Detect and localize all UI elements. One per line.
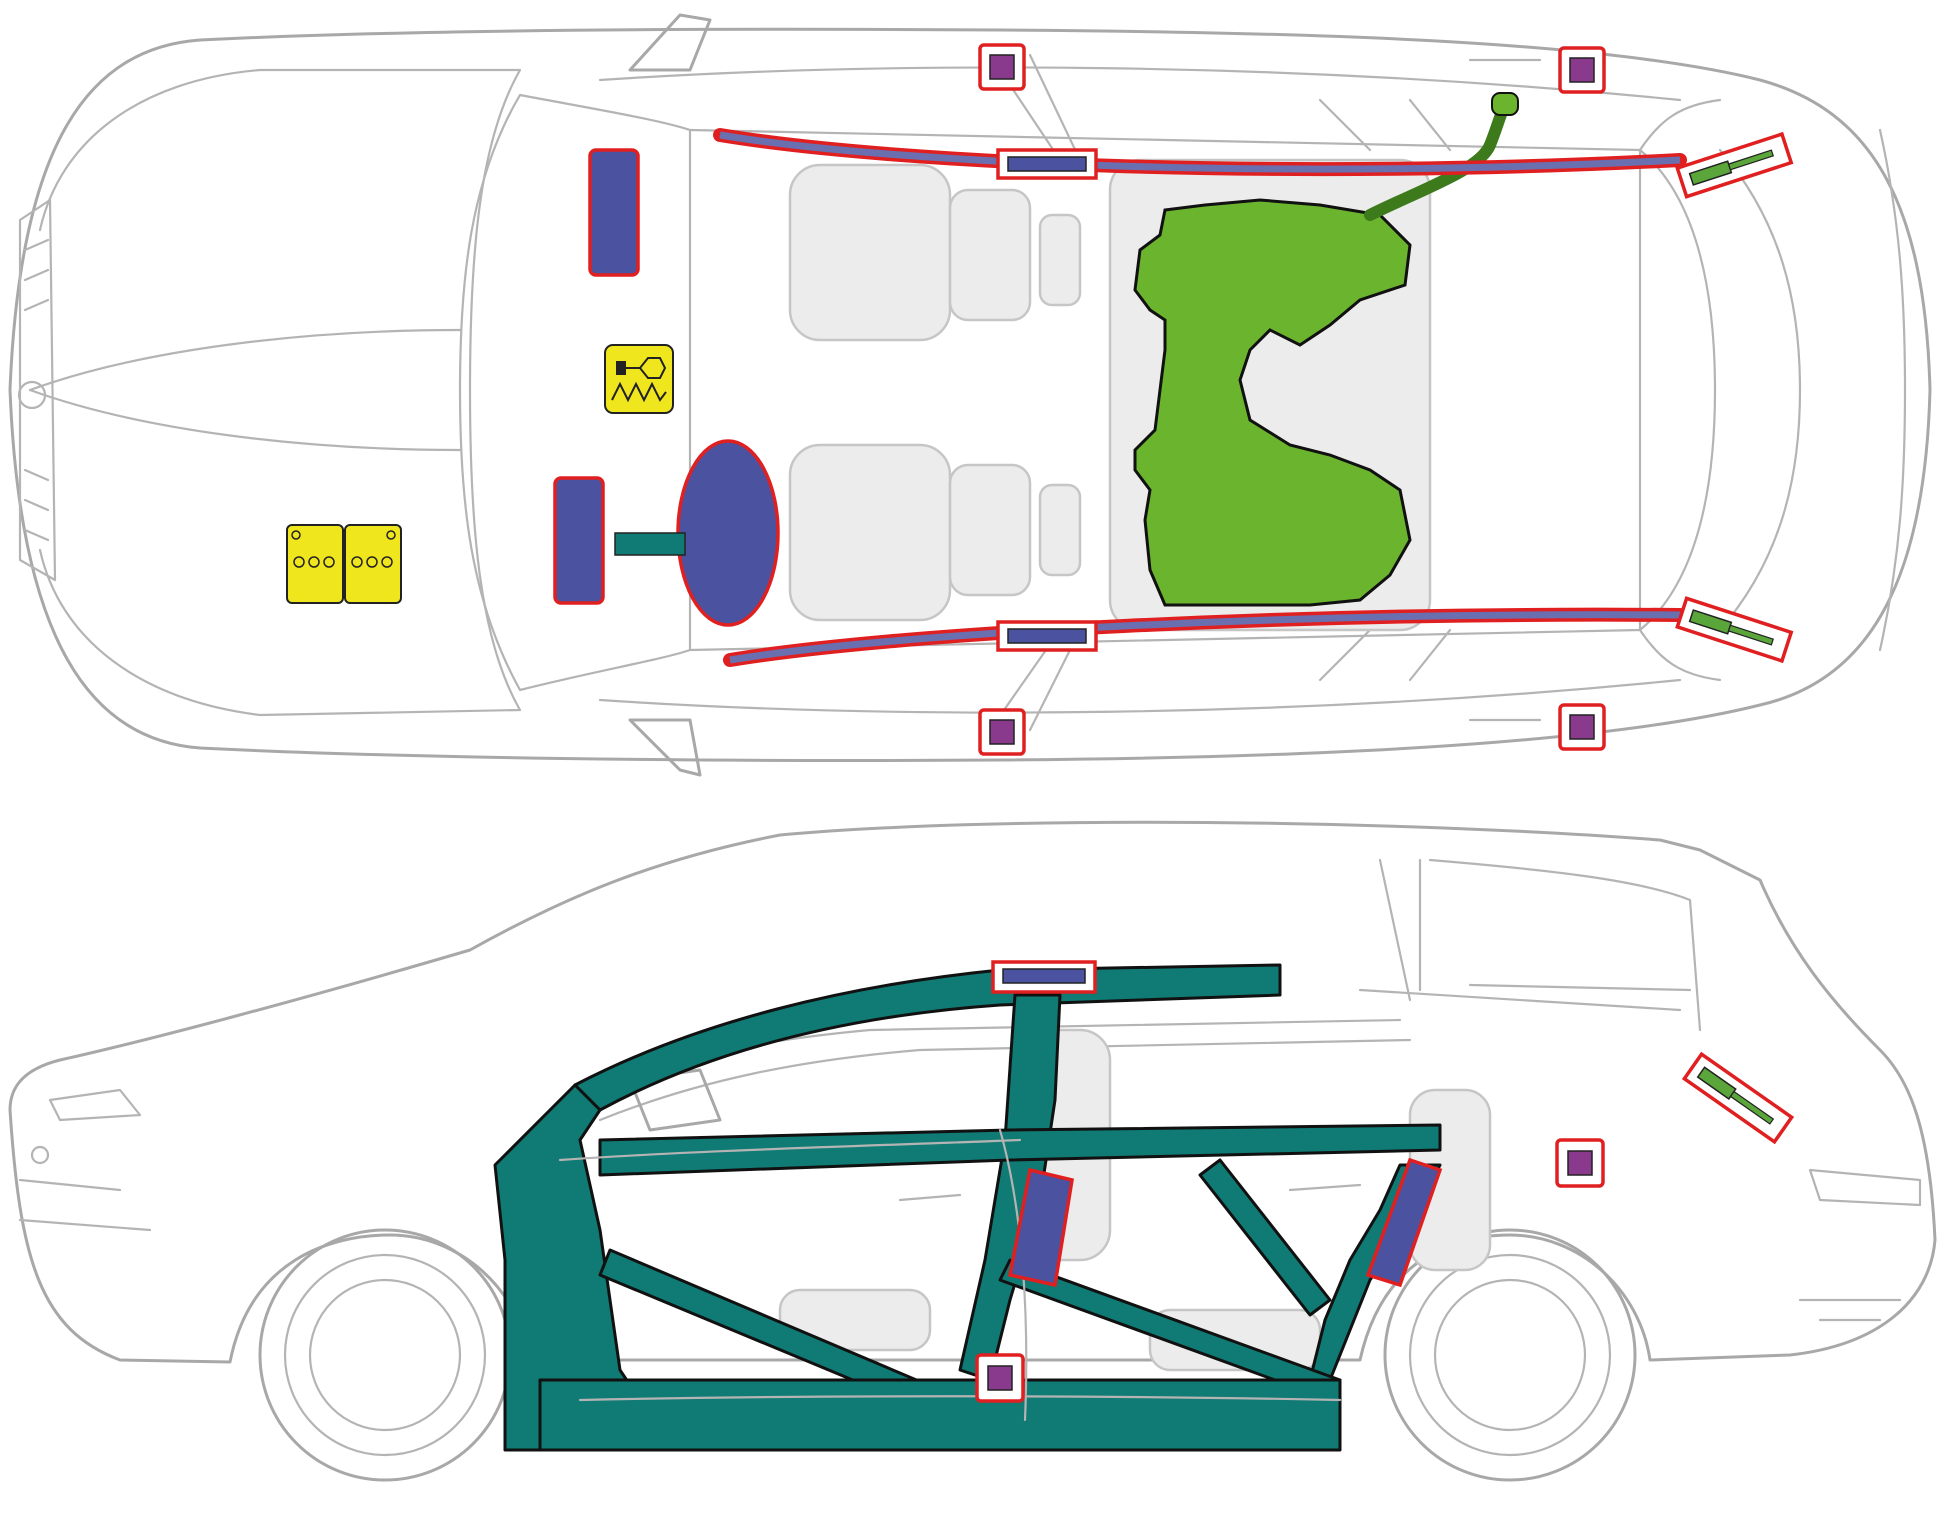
- gas-generator-front-right: [978, 708, 1026, 756]
- rear-gas-generator-side: [1555, 1138, 1605, 1188]
- tailgate-gas-spring-side: [1681, 1051, 1795, 1145]
- front-left-seat: [788, 163, 952, 342]
- gas-spring-right: [1675, 596, 1794, 664]
- front-seats: [788, 163, 1082, 622]
- fuel-cap: [1491, 92, 1519, 116]
- windscreen: [458, 93, 692, 692]
- rear-seat-side-airbag: [1365, 1157, 1443, 1288]
- side-body-outline: [8, 820, 1937, 1364]
- front-seat-side-airbag: [1007, 1167, 1074, 1288]
- left-mirror: [628, 13, 712, 72]
- top-view: [8, 13, 1932, 777]
- curtain-inflator-right: [996, 620, 1098, 652]
- rear-wheel: [1408, 1253, 1612, 1457]
- gas-generator-rear-left: [1558, 46, 1606, 94]
- hood-outline: [38, 68, 522, 717]
- steering-column: [614, 532, 686, 556]
- side-view: [8, 820, 1937, 1482]
- gas-spring-left: [1675, 131, 1794, 199]
- headlight: [48, 1088, 142, 1122]
- front-right-seat: [788, 443, 952, 622]
- side-curtain-inflator: [991, 960, 1097, 994]
- front-wheel: [283, 1253, 487, 1457]
- right-mirror: [628, 718, 702, 777]
- top-body-outline: [8, 27, 1932, 762]
- fuel-filler-pipe: [1364, 99, 1511, 221]
- front-emblem: [17, 380, 47, 410]
- seatbelt-pretensioner-side: [975, 1353, 1025, 1403]
- gas-generator-rear-right: [1558, 703, 1606, 751]
- front-wheel-arch: [258, 1228, 512, 1482]
- driver-airbag: [676, 439, 780, 627]
- gas-generator-front-left: [978, 43, 1026, 91]
- rear-wheel-arch: [1383, 1228, 1637, 1482]
- body-reinforcement: [493, 963, 1442, 1452]
- battery-icon: [286, 524, 402, 604]
- passenger-airbag: [588, 148, 640, 277]
- driver-knee-airbag: [553, 476, 605, 605]
- fuel-tank: [1133, 198, 1412, 607]
- control-unit-icon: [604, 344, 674, 414]
- tail-light: [1808, 1168, 1922, 1207]
- curtain-inflator-left: [996, 148, 1098, 180]
